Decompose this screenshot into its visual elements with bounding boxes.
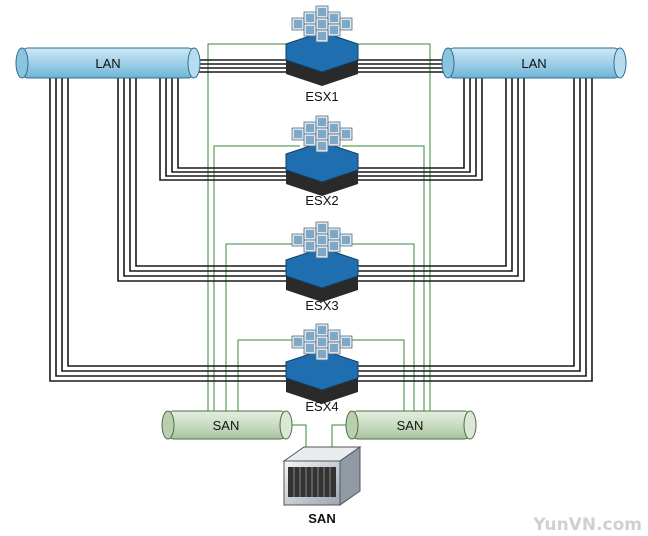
vm-screen — [342, 20, 350, 28]
vm-screen — [330, 344, 338, 352]
esx-host-label-4: ESX4 — [305, 399, 338, 414]
esx-host-4 — [285, 323, 359, 404]
storage-cable-esx4-left — [237, 339, 300, 411]
network-cable-esx3-left-4 — [117, 78, 300, 282]
vm-screen — [294, 130, 302, 138]
esx-host-label-2: ESX2 — [305, 193, 338, 208]
network-cable-esx2-left-2 — [171, 78, 300, 173]
san-pipe-right: SAN — [345, 410, 477, 440]
network-cable-esx4-left-2 — [61, 78, 300, 372]
network-cable-esx4-right-2 — [342, 78, 581, 372]
vm-screen — [318, 130, 326, 138]
san-storage-label: SAN — [308, 511, 335, 526]
vm-screen — [330, 26, 338, 34]
storage-cable-esx1-right — [342, 43, 431, 411]
vm-screen — [342, 338, 350, 346]
vm-screen — [318, 224, 326, 232]
lan-pipe-left: LAN — [15, 47, 201, 79]
vm-screen — [318, 236, 326, 244]
storage-cable-esx1-left — [207, 43, 300, 411]
vm-screen — [330, 124, 338, 132]
network-cable-esx4-right-3 — [342, 78, 587, 377]
network-cable-esx3-right-3 — [342, 78, 519, 277]
storage-cables — [207, 43, 431, 470]
watermark-text: YunVN.com — [532, 515, 642, 535]
network-cable-esx2-right-1 — [342, 78, 465, 169]
vm-screen — [318, 32, 326, 40]
san-right-label: SAN — [397, 418, 424, 433]
esx-host-1 — [285, 5, 359, 86]
esx-host-2 — [285, 115, 359, 196]
vm-screen — [318, 350, 326, 358]
vm-screen — [294, 20, 302, 28]
vm-screen — [318, 142, 326, 150]
lan-right-label: LAN — [521, 56, 546, 71]
vm-screen — [306, 124, 314, 132]
network-cable-esx3-right-2 — [342, 78, 513, 272]
vm-screen — [330, 332, 338, 340]
vm-screen — [306, 14, 314, 22]
storage-cable-esx2-left — [213, 145, 300, 411]
storage-cable-esx3-right — [342, 243, 415, 411]
esx-host-3 — [285, 221, 359, 302]
vm-screen — [318, 8, 326, 16]
vm-screen — [306, 242, 314, 250]
vm-screen — [318, 326, 326, 334]
vm-screen — [318, 338, 326, 346]
disk-bays — [288, 467, 336, 497]
vm-screen — [318, 20, 326, 28]
lan-left-label: LAN — [95, 56, 120, 71]
esx-host-label-3: ESX3 — [305, 298, 338, 313]
vm-screen — [318, 118, 326, 126]
network-cable-esx2-left-1 — [177, 78, 300, 169]
network-cable-esx3-left-1 — [135, 78, 300, 267]
vm-screen — [330, 242, 338, 250]
vm-screen — [342, 130, 350, 138]
vm-screen — [306, 26, 314, 34]
network-cable-esx4-right-1 — [342, 78, 575, 367]
vm-screen — [306, 230, 314, 238]
vm-screen — [330, 230, 338, 238]
vm-screen — [342, 236, 350, 244]
san-storage-array — [282, 446, 362, 506]
lan-pipe-right: LAN — [441, 47, 627, 79]
vm-screen — [306, 344, 314, 352]
vm-screen — [318, 248, 326, 256]
storage-cable-esx3-left — [225, 243, 300, 411]
network-cable-esx4-left-4 — [49, 78, 300, 382]
network-cable-esx2-right-4 — [342, 78, 483, 181]
vm-screen — [294, 236, 302, 244]
network-cable-esx2-right-2 — [342, 78, 471, 173]
storage-cable-esx4-right — [342, 339, 405, 411]
network-cable-esx2-left-4 — [159, 78, 300, 181]
vm-screen — [306, 136, 314, 144]
network-cable-esx3-right-1 — [342, 78, 507, 267]
san-left-label: SAN — [213, 418, 240, 433]
storage-cable-esx2-right — [342, 145, 425, 411]
network-cable-esx3-left-2 — [129, 78, 300, 272]
network-cable-esx4-right-4 — [342, 78, 593, 382]
network-cable-esx4-left-3 — [55, 78, 300, 377]
network-cable-esx4-left-1 — [67, 78, 300, 367]
vm-screen — [330, 136, 338, 144]
network-cable-esx3-right-4 — [342, 78, 525, 282]
vm-screen — [306, 332, 314, 340]
vm-screen — [330, 14, 338, 22]
network-cable-esx2-left-3 — [165, 78, 300, 177]
esx-host-label-1: ESX1 — [305, 89, 338, 104]
san-pipe-left: SAN — [161, 410, 293, 440]
vm-screen — [294, 338, 302, 346]
network-cable-esx2-right-3 — [342, 78, 477, 177]
network-cable-esx3-left-3 — [123, 78, 300, 277]
